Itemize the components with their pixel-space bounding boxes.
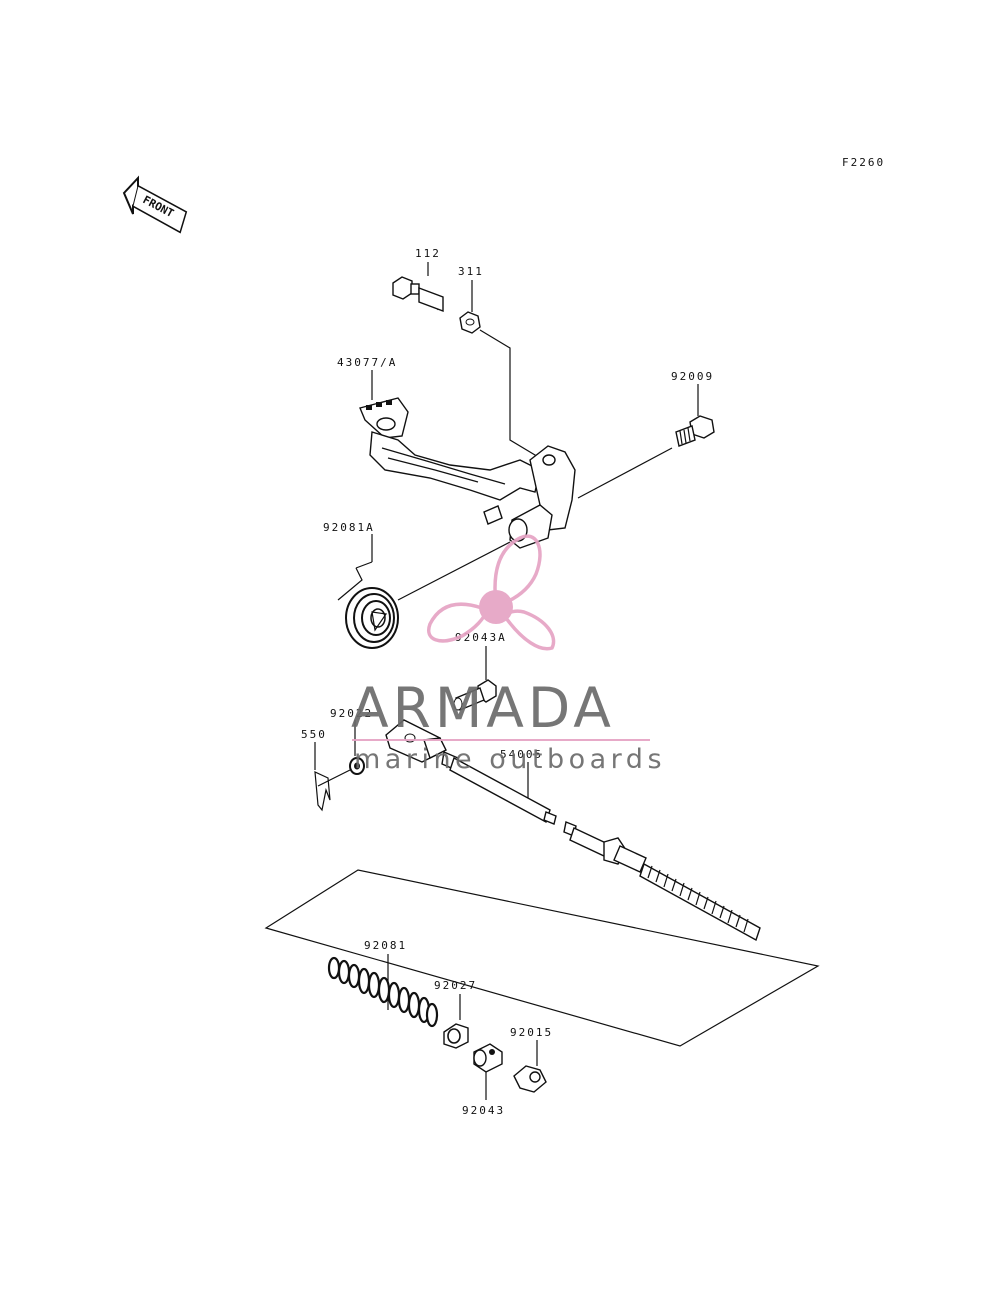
part-92022-washer bbox=[317, 720, 365, 787]
label-550: 550 bbox=[301, 728, 327, 741]
label-43077: 43077/A bbox=[337, 356, 397, 369]
label-92022: 92022 bbox=[330, 707, 373, 720]
part-54005-brake-rod bbox=[385, 719, 761, 942]
watermark-tagline: marine outboards bbox=[354, 744, 666, 775]
label-92043: 92043 bbox=[462, 1104, 505, 1117]
watermark-brand: ARMADA bbox=[351, 676, 615, 740]
part-92009-bolt bbox=[577, 384, 715, 499]
part-550-cotter-pin bbox=[314, 742, 331, 812]
part-92027-collar bbox=[443, 994, 469, 1049]
figure-code: F2260 bbox=[842, 156, 885, 169]
label-92081: 92081 bbox=[364, 939, 407, 952]
part-112-bolt bbox=[392, 262, 444, 313]
part-92015-nut bbox=[513, 1040, 547, 1093]
watermark: ARMADA marine outboards bbox=[351, 534, 666, 775]
label-311: 311 bbox=[458, 265, 484, 278]
part-92043-pin bbox=[473, 1043, 503, 1100]
propeller-logo-icon bbox=[427, 534, 556, 651]
label-92009: 92009 bbox=[671, 370, 714, 383]
label-54005: 54005 bbox=[500, 748, 543, 761]
front-arrow-icon: FRONT bbox=[122, 175, 188, 234]
part-92081A-spring bbox=[337, 534, 511, 649]
part-92043A-pin bbox=[453, 646, 497, 711]
label-112: 112 bbox=[415, 247, 441, 260]
part-43077-brake-pedal bbox=[359, 370, 576, 549]
label-92027: 92027 bbox=[434, 979, 477, 992]
subassembly-frame bbox=[264, 869, 820, 1047]
label-92081A: 92081A bbox=[323, 521, 375, 534]
part-92081-coil-spring bbox=[327, 954, 439, 1028]
label-92015: 92015 bbox=[510, 1026, 553, 1039]
part-311-nut bbox=[459, 280, 541, 459]
